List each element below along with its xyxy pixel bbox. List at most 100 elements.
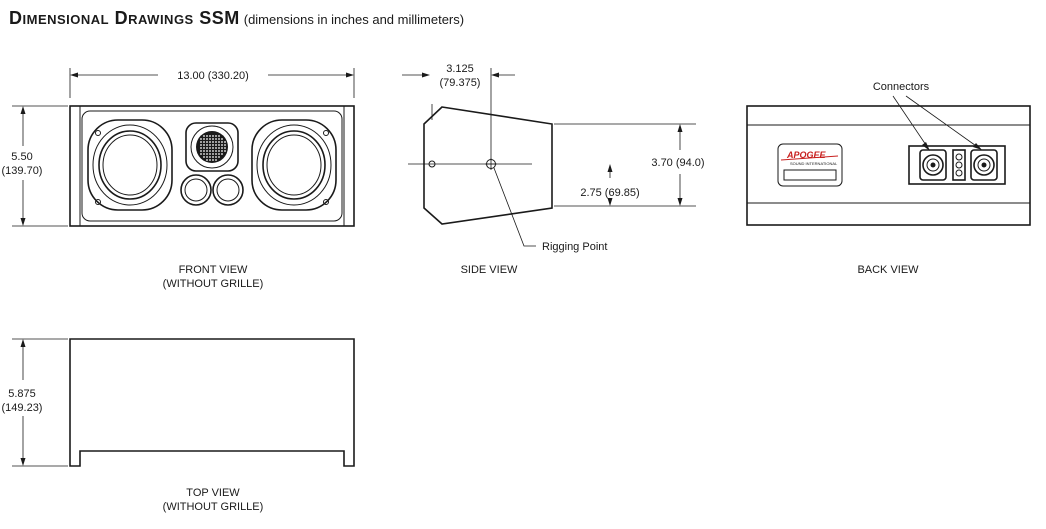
tweeter-grille-hole bbox=[221, 141, 223, 143]
front-screw bbox=[323, 130, 329, 136]
front-height-label-in: 5.50 bbox=[11, 151, 32, 163]
tweeter-grille-hole bbox=[200, 150, 202, 152]
tweeter-grille-hole bbox=[203, 144, 205, 146]
tweeter-grille-hole bbox=[203, 156, 205, 158]
front-port-left bbox=[180, 174, 212, 206]
front-view-caption: FRONT VIEW bbox=[179, 264, 248, 276]
tweeter-grille-hole bbox=[212, 141, 214, 143]
tweeter-grille-hole bbox=[209, 153, 211, 155]
tweeter-grille-hole bbox=[224, 147, 226, 149]
tweeter-grille-hole bbox=[212, 156, 214, 158]
tweeter-grille-hole bbox=[215, 144, 217, 146]
back-connector-panel bbox=[908, 145, 1006, 185]
tweeter-grille-hole bbox=[209, 150, 211, 152]
front-height-arrow-top bbox=[20, 106, 26, 114]
tweeter-grille-hole bbox=[215, 153, 217, 155]
back-logo-text: APOGEE bbox=[786, 150, 827, 160]
front-width-arrow-left bbox=[70, 72, 78, 78]
front-screw bbox=[95, 130, 101, 136]
tweeter-grille-hole bbox=[218, 147, 220, 149]
tweeter-grille-hole bbox=[203, 141, 205, 143]
back-view: APOGEE SOUND INTERNATIONAL Connectors bbox=[746, 81, 1031, 276]
tweeter-grille-hole bbox=[221, 153, 223, 155]
tweeter-grille-hole bbox=[200, 144, 202, 146]
back-connector-left bbox=[919, 149, 947, 181]
tweeter-grille-hole bbox=[206, 150, 208, 152]
page-title: Dimensional Drawings SSM(dimensions in i… bbox=[9, 8, 464, 29]
back-logo-sub: SOUND INTERNATIONAL bbox=[790, 161, 838, 166]
top-height-arrow-top bbox=[20, 339, 26, 347]
tweeter-grille-hole bbox=[218, 156, 220, 158]
front-baffle bbox=[81, 110, 343, 222]
tweeter-grille-hole bbox=[200, 141, 202, 143]
side-rigging-label: Rigging Point bbox=[542, 241, 607, 253]
tweeter-grille-hole bbox=[206, 144, 208, 146]
side-offset-arrow-top bbox=[607, 164, 613, 172]
side-rigging-leader bbox=[493, 167, 536, 247]
tweeter-grille-hole bbox=[203, 153, 205, 155]
back-connectors-label: Connectors bbox=[873, 81, 930, 93]
front-view-caption-sub: (WITHOUT GRILLE) bbox=[163, 278, 264, 290]
tweeter-grille-hole bbox=[221, 150, 223, 152]
back-terminal-strip bbox=[952, 149, 966, 181]
tweeter-grille-hole bbox=[212, 153, 214, 155]
tweeter-grille-hole bbox=[209, 159, 211, 161]
tweeter-grille-hole bbox=[218, 144, 220, 146]
title-subtitle: (dimensions in inches and millimeters) bbox=[243, 12, 465, 27]
tweeter-grille-hole bbox=[221, 144, 223, 146]
title-main: Dimensional Drawings SSM bbox=[9, 8, 240, 28]
side-view-caption: SIDE VIEW bbox=[461, 264, 518, 276]
front-tweeter bbox=[185, 122, 239, 172]
back-connectors-leader-left bbox=[892, 95, 929, 149]
front-screw bbox=[95, 199, 101, 205]
tweeter-grille-hole bbox=[218, 138, 220, 140]
top-view-caption-sub: (WITHOUT GRILLE) bbox=[163, 501, 264, 513]
front-height-arrow-bottom bbox=[20, 218, 26, 226]
front-woofer-right bbox=[251, 119, 337, 211]
back-cabinet-outline bbox=[746, 105, 1031, 226]
tweeter-grille-hole bbox=[206, 135, 208, 137]
top-cabinet-outline bbox=[69, 338, 355, 467]
tweeter-grille-hole bbox=[218, 150, 220, 152]
tweeter-grille-hole bbox=[215, 138, 217, 140]
tweeter-grille-hole bbox=[200, 138, 202, 140]
tweeter-grille-hole bbox=[218, 135, 220, 137]
back-serial-plate bbox=[783, 169, 837, 181]
tweeter-grille-hole bbox=[212, 150, 214, 152]
tweeter-grille-hole bbox=[212, 138, 214, 140]
side-offset-label: 2.75 (69.85) bbox=[580, 187, 639, 199]
tweeter-grille-hole bbox=[221, 147, 223, 149]
back-connector-right bbox=[970, 149, 998, 181]
side-rigging-hole-front bbox=[428, 160, 436, 168]
front-port-right-inner bbox=[216, 178, 240, 202]
tweeter-grille-hole bbox=[206, 153, 208, 155]
tweeter-grille-hole bbox=[206, 147, 208, 149]
tweeter-grille-hole bbox=[209, 135, 211, 137]
side-view: 3.125 (79.375) 3.70 (94.0) 2.75 (69.85) … bbox=[402, 63, 705, 276]
top-height-arrow-bottom bbox=[20, 458, 26, 466]
top-height-label-mm: (149.23) bbox=[2, 402, 43, 414]
tweeter-grille-hole bbox=[224, 150, 226, 152]
front-port-right bbox=[212, 174, 244, 206]
tweeter-grille-hole bbox=[206, 159, 208, 161]
tweeter-grille-hole bbox=[203, 147, 205, 149]
tweeter-grille-hole bbox=[215, 159, 217, 161]
front-width-arrow-right bbox=[346, 72, 354, 78]
tweeter-grille-hole bbox=[215, 150, 217, 152]
tweeter-grille-hole bbox=[224, 144, 226, 146]
tweeter-grille-hole bbox=[209, 147, 211, 149]
tweeter-grille-hole bbox=[218, 153, 220, 155]
back-connectors-leader-right bbox=[905, 95, 980, 149]
tweeter-grille-hole bbox=[200, 147, 202, 149]
tweeter-grille-hole bbox=[200, 153, 202, 155]
side-depth-arrow-left bbox=[422, 72, 430, 78]
side-offset-arrow-bottom bbox=[607, 198, 613, 206]
side-height-arrow-bottom bbox=[677, 198, 683, 206]
tweeter-grille-hole bbox=[212, 144, 214, 146]
back-view-caption: BACK VIEW bbox=[857, 264, 919, 276]
side-height-label: 3.70 (94.0) bbox=[651, 157, 704, 169]
back-logo-plate bbox=[777, 143, 843, 187]
tweeter-grille-hole bbox=[215, 147, 217, 149]
tweeter-grille-hole bbox=[209, 141, 211, 143]
